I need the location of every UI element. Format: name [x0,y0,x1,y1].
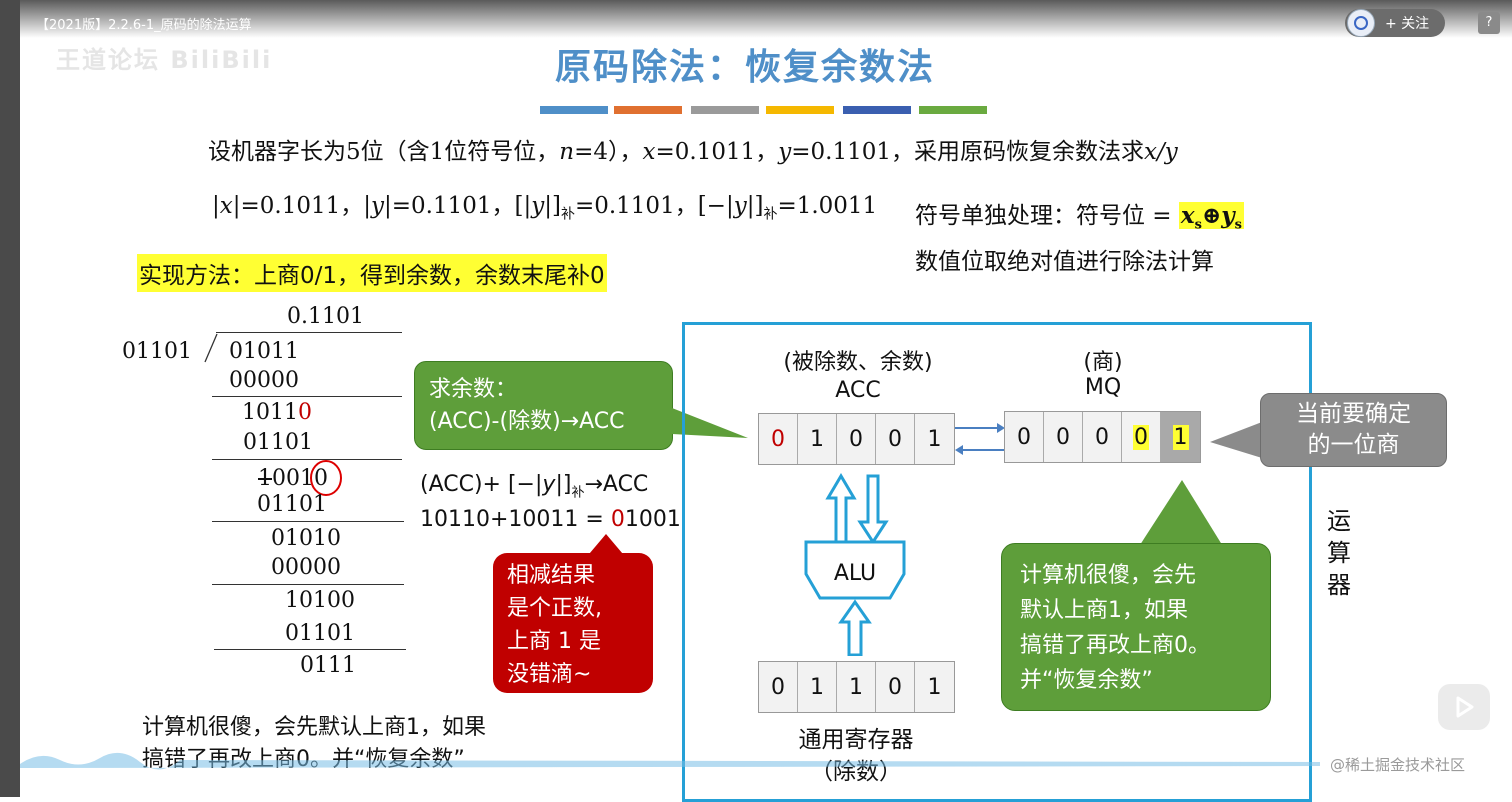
mq-bit: 0 [1083,412,1122,462]
title-strip-1 [540,106,608,114]
division-bracket [204,333,218,363]
register-bit: 1 [798,662,837,712]
division-row: 01101 [285,621,355,646]
default-quotient-callout: 计算机很傻，会先 默认上商1，如果 搞错了再改上商0。 并“恢复余数” [1001,543,1271,711]
positive-result-callout: 相减结果 是个正数, 上商 1 是 没错滴~ [493,553,653,693]
register-bit: 1 [915,662,954,712]
register-bit: 1 [837,662,876,712]
video-top-overlay [20,0,1512,38]
acc-bit: 0 [876,414,915,464]
division-row-struck: 10010 [258,466,328,491]
acc-bit: 1 [798,414,837,464]
acc-caption: (被除数、余数) [783,350,933,375]
remainder-callout-pointer [672,408,748,438]
acc-label: ACC [835,378,881,403]
video-left-edge [0,0,20,797]
current-bit-callout: 当前要确定 的一位商 [1260,393,1447,467]
acc-bit: 1 [915,414,954,464]
mq-caption: (商) [1083,350,1123,375]
register-bit: 0 [759,662,798,712]
channel-follow-pill[interactable]: + 关注 [1345,9,1445,37]
division-rule [214,649,406,650]
slide-title: 原码除法：恢复余数法 [555,47,936,88]
circle-annotation [310,460,342,496]
mq-bit: 0 [1005,412,1044,462]
given-values: |x|=0.1011，|y|=0.1101，[|y|]补=0.1101，[−|y… [212,193,878,223]
follow-button[interactable]: + 关注 [1385,16,1430,32]
video-title: 【2021版】2.2.6-1_原码的除法运算 [36,18,252,33]
division-row: 01010 [271,526,341,551]
uploader-watermark: 王道论坛 BiliBili [56,46,273,74]
acc-formula: (ACC)+ [−|y|]补→ACC [420,472,649,501]
division-row: 00000 [229,368,299,393]
acc-register: 0 1 0 0 1 [758,413,955,465]
remainder-callout: 求余数： (ACC)-(除数)→ACC [414,361,673,450]
acc-bit: 0 [759,414,798,464]
absolute-value-rule: 数值位取绝对值进行除法计算 [915,249,1214,275]
mq-bit: 0 [1122,412,1161,462]
help-button[interactable]: ? [1478,12,1500,34]
title-strip-5 [843,106,911,114]
channel-avatar-icon[interactable] [1347,9,1375,37]
audio-waveform-overlay [20,752,1320,770]
division-divisor: 01101 [122,339,192,364]
acc-bit: 0 [837,414,876,464]
mq-bit: 0 [1044,412,1083,462]
title-strip-3 [691,106,759,114]
general-register-caption: 通用寄存器 [798,727,914,753]
summary-text: 计算机很傻，会先默认上商1，如果 搞错了再改上商0。并“恢复余数” [142,715,486,772]
division-row: 0111 [300,653,356,678]
guess-callout-pointer [1138,480,1224,548]
division-row: 10100 [285,588,355,613]
division-row: 01101 [257,492,327,517]
title-strip-4 [766,106,834,114]
mq-label: MQ [1084,375,1122,400]
problem-statement: 设机器字长为5位（含1位符号位，n=4），x=0.1011，y=0.1101，采… [208,139,1178,165]
sign-rule: 符号单独处理：符号位 = xs⊕ys [915,202,1244,233]
division-row: 10110 [242,400,312,425]
title-strip-2 [614,106,682,114]
site-credit: @稀土掘金技术社区 [1330,756,1466,774]
mq-current-bit: 1 [1161,412,1200,462]
sign-xor-formula: xs⊕ys [1178,202,1244,233]
division-rule [212,584,404,585]
alu-datapath [804,473,906,656]
division-bar [216,332,402,333]
title-strip-6 [919,106,987,114]
division-quotient: 0.1101 [287,304,364,329]
play-button[interactable] [1438,684,1490,730]
method-highlight: 实现方法：上商0/1，得到余数，余数末尾补0 [137,254,607,292]
register-bit: 0 [876,662,915,712]
acc-mq-shift-arrows [955,423,1005,455]
arithmetic-unit-label: 运 算 器 [1327,507,1351,599]
sum-result: 10110+10011 = 01001 [420,507,681,532]
division-row: 01101 [243,430,313,455]
division-rule [212,521,404,522]
division-dividend: 01011 [229,339,299,364]
current-bit-pointer [1210,422,1262,458]
general-register: 0 1 1 0 1 [758,661,955,713]
division-row: 00000 [271,555,341,580]
division-rule [212,459,402,460]
play-icon[interactable] [1438,684,1490,730]
alu-label: ALU [833,561,877,586]
mq-register: 0 0 0 0 1 [1004,411,1201,463]
division-rule [212,396,402,397]
